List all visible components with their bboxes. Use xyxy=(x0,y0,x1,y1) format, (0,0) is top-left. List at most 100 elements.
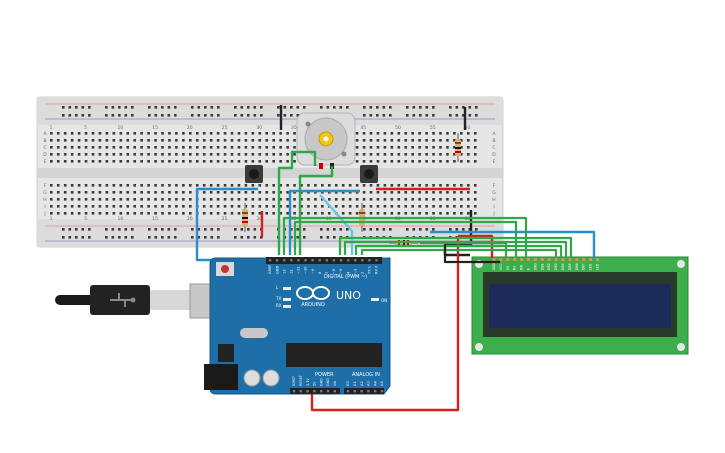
row-letter: I xyxy=(44,204,45,210)
header-pin[interactable] xyxy=(346,390,350,393)
row-letter: B xyxy=(492,138,495,144)
pin-label: AREF xyxy=(268,265,272,274)
arduino-logo-icon xyxy=(296,286,330,300)
lcd-pin[interactable] xyxy=(520,258,524,261)
pin-label: 4 xyxy=(346,271,350,274)
pushbutton-1[interactable] xyxy=(245,165,263,183)
lcd-pin-label: DB7 xyxy=(582,263,586,270)
header-pin[interactable] xyxy=(292,390,296,393)
lcd-pin[interactable] xyxy=(582,258,586,261)
lcd-pin-label: GND xyxy=(492,262,496,270)
pin-label: ~11 xyxy=(297,266,301,274)
power-pin-label: RESET xyxy=(299,374,303,386)
lcd-pin[interactable] xyxy=(527,258,530,261)
lcd-pin[interactable] xyxy=(568,258,572,261)
analog-label: ANALOG IN xyxy=(352,372,380,378)
breadboard[interactable]: 1155101015152020252530303535404045455050… xyxy=(36,96,504,248)
header-pin[interactable] xyxy=(275,259,279,262)
reset-button[interactable] xyxy=(216,262,234,276)
lcd-pin[interactable] xyxy=(589,258,593,261)
row-letter: A xyxy=(492,131,496,137)
dc-motor[interactable] xyxy=(296,112,356,169)
header-pin[interactable] xyxy=(333,390,336,393)
lcd-pin[interactable] xyxy=(561,258,565,261)
lcd-pin[interactable] xyxy=(540,258,544,261)
header-pin[interactable] xyxy=(311,259,314,262)
pin-label: 2 xyxy=(361,272,365,274)
header-pin[interactable] xyxy=(290,259,293,262)
header-pin[interactable] xyxy=(306,390,309,393)
lcd-pin[interactable] xyxy=(575,258,579,261)
digital-label: DIGITAL (PWM ~) xyxy=(324,274,367,280)
lcd-pin[interactable] xyxy=(596,258,599,261)
usb-icon xyxy=(110,293,136,307)
header-pin[interactable] xyxy=(283,259,286,262)
header-pin[interactable] xyxy=(304,259,307,262)
resistor-2[interactable] xyxy=(242,203,248,232)
lcd-pin[interactable] xyxy=(533,258,537,261)
arduino-uno[interactable]: ARDUINO UNO DIGITAL (PWM ~) ANALOG IN PO… xyxy=(204,257,391,395)
pin-label: 8 xyxy=(318,271,322,274)
header-pin[interactable] xyxy=(313,390,316,393)
pin-label: ~5 xyxy=(339,269,343,274)
header-pin[interactable] xyxy=(361,259,364,262)
header-pin[interactable] xyxy=(332,259,336,262)
pushbutton-2[interactable] xyxy=(360,165,378,183)
header-pin[interactable] xyxy=(299,390,302,393)
header-pin[interactable] xyxy=(368,259,371,262)
pin-label: 7 xyxy=(325,272,329,274)
header-pin[interactable] xyxy=(346,259,350,262)
led-label: RX xyxy=(276,303,282,308)
header-pin[interactable] xyxy=(354,259,357,262)
header-pin[interactable] xyxy=(326,390,330,393)
column-number: 45 xyxy=(360,125,366,131)
pin-label: GND xyxy=(275,266,279,274)
motor-shaft-icon xyxy=(318,131,334,147)
row-letter: C xyxy=(43,145,46,151)
header-pin[interactable] xyxy=(367,390,370,393)
lcd-pin[interactable] xyxy=(547,258,551,261)
column-number: 50 xyxy=(395,125,401,131)
power-pin-label: GND xyxy=(319,378,323,386)
lcd-pin[interactable] xyxy=(513,258,517,261)
header-pin[interactable] xyxy=(318,259,321,262)
row-letter: F xyxy=(44,183,47,189)
lcd-pin[interactable] xyxy=(506,258,510,261)
pin-label: ~10 xyxy=(304,266,308,274)
row-letter: G xyxy=(43,190,47,196)
power-pin-label: GND xyxy=(326,378,330,386)
column-number: 10 xyxy=(118,216,124,222)
lcd-pin-label: VCC xyxy=(499,263,503,270)
lcd-pin-label: DB6 xyxy=(575,263,579,270)
header-pin[interactable] xyxy=(375,259,378,262)
pin-label: TX 1 xyxy=(368,266,372,275)
header-pin[interactable] xyxy=(325,259,328,262)
lcd-pin-label: E xyxy=(527,268,531,270)
header-pin[interactable] xyxy=(353,390,356,393)
column-number: 55 xyxy=(430,125,436,131)
usb-cable[interactable] xyxy=(55,283,219,319)
row-letter: G xyxy=(492,190,496,196)
header-pin[interactable] xyxy=(360,390,363,393)
breadboard-holes xyxy=(50,106,478,239)
resistor-1[interactable] xyxy=(455,133,461,162)
lcd-pin[interactable] xyxy=(492,258,496,261)
header-pin[interactable] xyxy=(380,390,384,393)
header-pin[interactable] xyxy=(268,259,272,262)
pin-label: 13 xyxy=(282,269,286,274)
wires xyxy=(195,105,596,412)
power-label: POWER xyxy=(315,372,334,378)
header-pin[interactable] xyxy=(320,390,323,393)
atmega-chip xyxy=(286,343,382,367)
lcd-pin[interactable] xyxy=(499,258,503,261)
lcd-pin-label: DB2 xyxy=(547,263,551,270)
header-pin[interactable] xyxy=(374,390,377,393)
header-pin[interactable] xyxy=(339,259,343,262)
lcd-pin[interactable] xyxy=(554,258,558,261)
header-pin[interactable] xyxy=(297,259,300,262)
analog-pin-label: A4 xyxy=(373,381,377,386)
